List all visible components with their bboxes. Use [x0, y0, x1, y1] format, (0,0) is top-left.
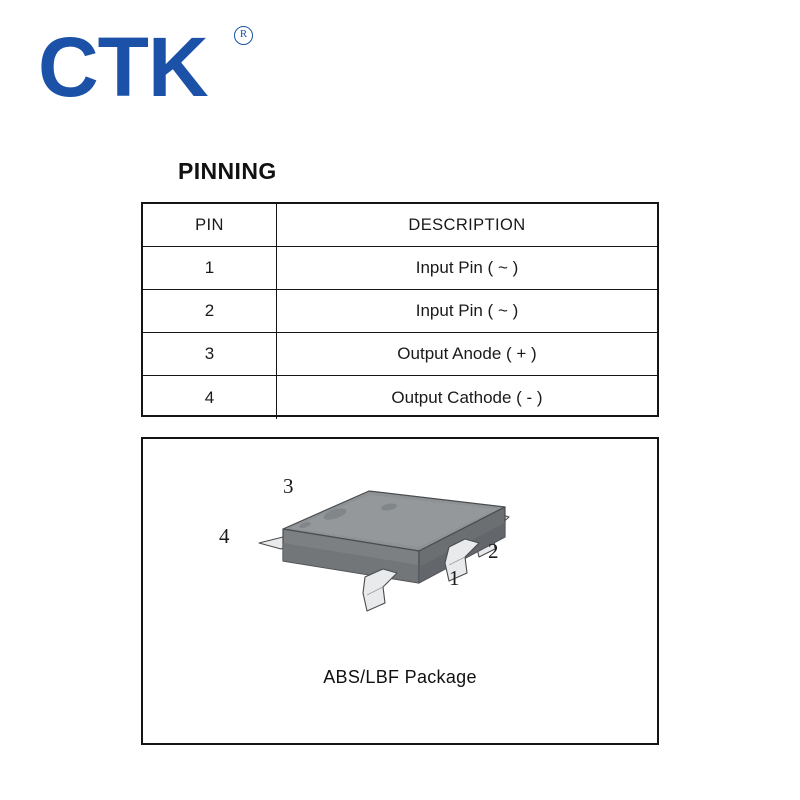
pin-callout-2: 2 [488, 539, 499, 563]
table-header-row: PIN DESCRIPTION [143, 204, 657, 247]
cell-pin-description: Input Pin ( ~ ) [415, 301, 519, 320]
cell-pin-description: Input Pin ( ~ ) [415, 258, 519, 277]
table-row: 2 Input Pin ( ~ ) [143, 290, 657, 333]
cell-pin-number: 3 [143, 333, 277, 375]
cell-pin-number: 4 [143, 376, 277, 419]
package-top-mark-icon [323, 508, 347, 520]
package-3d-illustration [258, 490, 510, 612]
pin-callout-4: 4 [219, 524, 230, 548]
registered-trademark-icon: R [234, 26, 253, 45]
table-row: 3 Output Anode ( + ) [143, 333, 657, 376]
package-diagram-panel: 4 3 2 1 ABS/LBF Package [141, 437, 659, 745]
lead-front-right-icon [444, 538, 480, 582]
cell-pin-description: Output Cathode ( - ) [391, 387, 543, 407]
package-top-mark-icon [299, 522, 311, 528]
lead-pin-1-icon [362, 568, 398, 612]
package-top-highlight [291, 495, 497, 547]
package-caption: ABS/LBF Package [323, 667, 477, 687]
ctk-logo: CTK R [38, 22, 298, 112]
pinning-table: PIN DESCRIPTION 1 Input Pin ( ~ ) 2 Inpu… [141, 202, 659, 419]
package-drawing: 4 3 2 1 [219, 469, 563, 649]
table-row: 4 Output Cathode ( - ) [143, 376, 657, 419]
page-title: PINNING [178, 158, 277, 184]
column-header-description: DESCRIPTION [408, 215, 526, 234]
cell-pin-description: Output Anode ( + ) [397, 344, 537, 363]
table-row: 1 Input Pin ( ~ ) [143, 247, 657, 290]
package-top-mark-icon [381, 503, 397, 511]
cell-pin-number: 1 [143, 247, 277, 289]
pin-callout-3: 3 [283, 474, 294, 498]
logo-wordmark: CTK [38, 20, 209, 114]
column-header-pin: PIN [143, 204, 277, 246]
cell-pin-number: 2 [143, 290, 277, 332]
pin-callout-1: 1 [449, 566, 460, 590]
